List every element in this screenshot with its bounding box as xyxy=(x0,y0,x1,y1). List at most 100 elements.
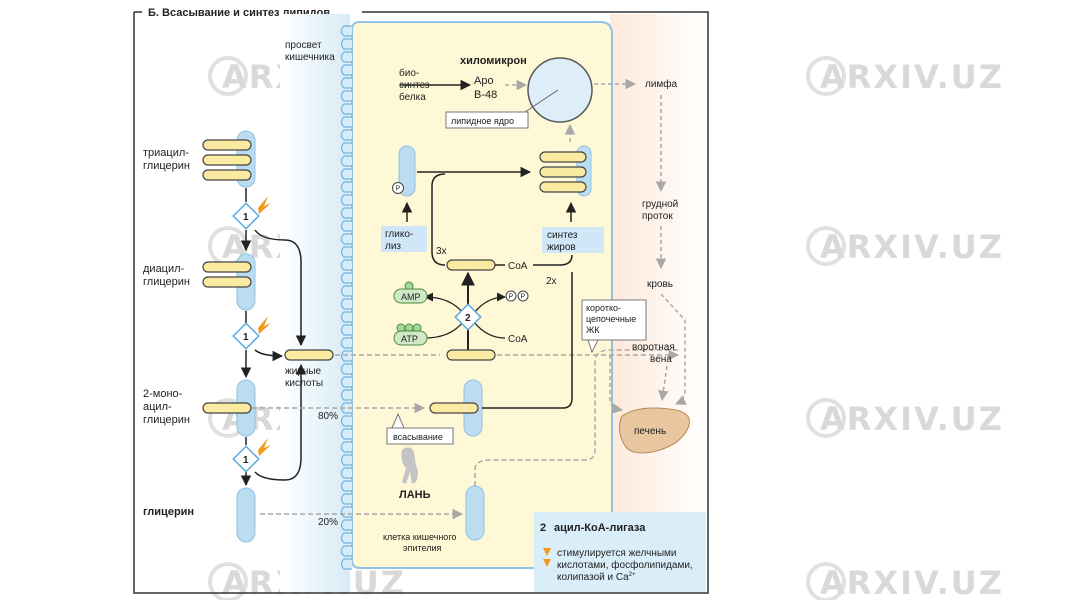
microvillus xyxy=(340,25,352,37)
microvillus xyxy=(340,545,352,557)
fatty-acid-in-cell xyxy=(446,349,496,361)
microvillus xyxy=(340,181,352,193)
microvillus xyxy=(340,428,352,440)
microvillus xyxy=(340,194,352,206)
pct-80: 80% xyxy=(318,411,338,422)
chylomicron: хиломикрон xyxy=(460,55,593,123)
svg-text:ARXIV.UZ: ARXIV.UZ xyxy=(820,400,1004,438)
glycerol-label: глицерин xyxy=(143,506,194,518)
microvillus xyxy=(340,415,352,427)
microvillus xyxy=(340,64,352,76)
diacylglycerol xyxy=(202,253,256,311)
ligase-reaction: 2 xyxy=(424,271,506,350)
svg-text:ARXIV.UZ: ARXIV.UZ xyxy=(820,58,1004,96)
microvillus xyxy=(340,376,352,388)
ligase-marker: 2 xyxy=(465,313,471,324)
microvillus xyxy=(340,155,352,167)
microvillus xyxy=(340,38,352,50)
lipase-marker-3: 1 xyxy=(232,438,271,473)
coa-top-label: CoA xyxy=(508,261,528,272)
liver-label: печень xyxy=(634,426,666,437)
watermark: ARXIV.UZ xyxy=(806,562,1004,600)
microvillus xyxy=(340,454,352,466)
microvillus xyxy=(340,467,352,479)
microvillus xyxy=(340,480,352,492)
amp-molecule: AMP xyxy=(393,281,428,304)
microvillus xyxy=(340,142,352,154)
fatty-acid-lumen xyxy=(284,349,334,361)
publisher-logo: ЛАНЬ xyxy=(399,447,431,501)
watermark: ARXIV.UZ xyxy=(806,398,1004,438)
microvillus xyxy=(340,77,352,89)
lipid-core-label: липидное ядро xyxy=(451,116,514,126)
pyrophosphate: P P xyxy=(505,290,529,302)
glycerol-phosphate: P xyxy=(392,145,416,197)
glycerol xyxy=(236,487,256,543)
lipase-marker-2: 1 xyxy=(232,316,271,350)
svg-text:P: P xyxy=(521,294,526,301)
lymph-label: лимфа xyxy=(645,78,678,90)
microvillus xyxy=(340,116,352,128)
microvillus xyxy=(340,246,352,258)
microvillus xyxy=(340,168,352,180)
microvillus xyxy=(340,519,352,531)
microvillus xyxy=(340,532,352,544)
svg-text:AMP: AMP xyxy=(401,292,421,302)
svg-text:P: P xyxy=(509,294,514,301)
chylomicron-label: хиломикрон xyxy=(460,55,527,67)
svg-text:ЛАНЬ: ЛАНЬ xyxy=(399,489,431,501)
microvillus xyxy=(340,259,352,271)
microvillus xyxy=(340,493,352,505)
triacyl-label: триацил-глицерин xyxy=(143,147,190,172)
glycolysis-label: глико-лиз xyxy=(385,229,413,252)
svg-text:1: 1 xyxy=(243,212,249,223)
pct-20: 20% xyxy=(318,517,338,528)
microvillus xyxy=(340,337,352,349)
microvillus xyxy=(340,389,352,401)
microvillus xyxy=(340,272,352,284)
x2-label: 2x xyxy=(546,276,557,287)
microvillus xyxy=(340,103,352,115)
microvillus xyxy=(340,233,352,245)
acyl-coa xyxy=(446,259,496,271)
microvillus xyxy=(340,298,352,310)
x3-label: 3x xyxy=(436,246,447,257)
microvillus xyxy=(340,207,352,219)
monoacylglycerol xyxy=(202,379,256,437)
microvillus xyxy=(340,311,352,323)
microvillus xyxy=(340,350,352,362)
svg-text:1: 1 xyxy=(243,332,249,343)
svg-text:1: 1 xyxy=(243,455,249,466)
microvillus xyxy=(340,90,352,102)
watermark: ARXIV.UZ xyxy=(806,56,1004,96)
microvillus xyxy=(340,285,352,297)
monoacyl-label: 2-моно-ацил-глицерин xyxy=(143,388,190,426)
absorption-label: всасывание xyxy=(393,432,443,442)
microvillus xyxy=(340,324,352,336)
lumen-region xyxy=(280,14,350,592)
glycerol-in-cell xyxy=(465,485,485,541)
monoacyl-in-cell xyxy=(429,379,483,437)
atp-molecule: ATP xyxy=(393,323,428,346)
coa-bottom-label: CoA xyxy=(508,334,528,345)
microvillus xyxy=(340,441,352,453)
svg-text:ARXIV.UZ: ARXIV.UZ xyxy=(820,564,1004,600)
microvillus xyxy=(340,506,352,518)
microvillus xyxy=(340,363,352,375)
triacylglycerol-in-cell xyxy=(539,145,592,197)
svg-text:ARXIV.UZ: ARXIV.UZ xyxy=(820,228,1004,266)
lipase-marker-1: 1 xyxy=(232,196,271,230)
microvillus xyxy=(340,129,352,141)
